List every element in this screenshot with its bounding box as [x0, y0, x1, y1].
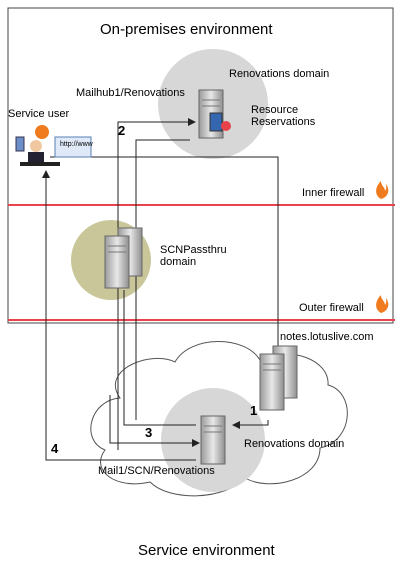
mailhub-label: Mailhub1/Renovations — [76, 87, 185, 99]
service-environment-title: Service environment — [138, 542, 275, 559]
inner-firewall-flame-icon — [376, 181, 389, 199]
inner-firewall-label: Inner firewall — [302, 187, 365, 199]
mail1-server-icon — [200, 415, 226, 465]
scn-passthru-label: SCNPassthru domain — [160, 244, 227, 268]
notes-lotuslive-server-icon — [259, 345, 298, 411]
on-premises-boundary — [7, 7, 394, 324]
scn-passthru-server-icon — [104, 227, 143, 289]
mailhub-server-icon — [198, 89, 231, 139]
service-user-label: Service user — [8, 108, 70, 120]
on-premises-title: On-premises environment — [100, 21, 273, 38]
renovations-domain-top-label: Renovations domain — [229, 68, 330, 80]
browser-text: http://www — [60, 141, 93, 148]
connection-lines — [45, 121, 279, 461]
resource-reservations-label: Resource Reservations — [251, 104, 316, 128]
arrow-heads — [42, 118, 240, 447]
outer-firewall-label: Outer firewall — [299, 302, 364, 314]
mail1-label: Mail1/SCN/Renovations — [98, 465, 215, 477]
step-3-label: 3 — [145, 425, 153, 440]
renovations-domain-bottom-label: Renovations domain — [244, 438, 345, 450]
step-2-label: 2 — [118, 123, 126, 138]
service-user-icon — [15, 125, 92, 166]
step-4-label: 4 — [51, 441, 59, 456]
notes-lotuslive-label: notes.lotuslive.com — [280, 331, 374, 343]
step-1-label: 1 — [250, 403, 258, 418]
outer-firewall-flame-icon — [376, 295, 389, 313]
